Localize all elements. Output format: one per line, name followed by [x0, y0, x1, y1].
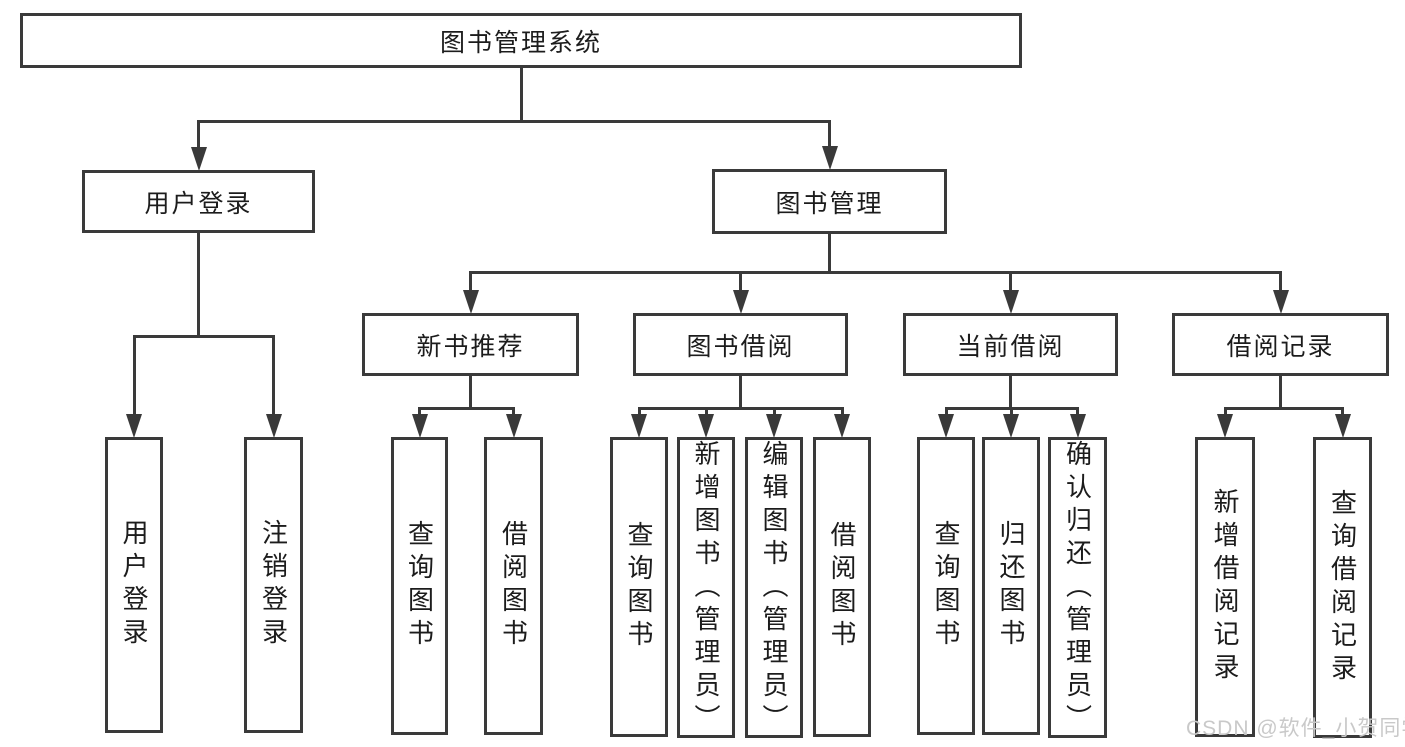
node-login-2: 注销登录 — [244, 437, 303, 733]
connector-line — [1279, 376, 1282, 410]
arrowhead-icon — [265, 414, 282, 438]
connector-line — [469, 376, 472, 410]
arrowhead-icon — [1272, 290, 1289, 314]
node-borrow-2: 新增图书（管理员） — [677, 437, 735, 738]
node-label-borrow-3: 编辑图书（管理员） — [759, 440, 789, 737]
connector-line — [828, 120, 831, 153]
arrowhead-icon — [190, 147, 207, 171]
node-borrow-4: 借阅图书 — [813, 437, 871, 737]
node-label-rec: 新书推荐 — [416, 332, 525, 361]
node-label-login-1: 用户登录 — [119, 519, 149, 651]
node-label-login-2: 注销登录 — [258, 519, 289, 651]
connector-line — [197, 120, 200, 154]
connector-line — [272, 335, 275, 421]
connector-line — [132, 335, 136, 421]
connector-line — [519, 68, 523, 123]
connector-line — [739, 271, 742, 297]
node-label-rec-1: 查询图书 — [404, 520, 435, 652]
node-current-3: 确认归还（管理员） — [1048, 437, 1107, 738]
arrowhead-icon — [1003, 414, 1019, 438]
node-label-login: 用户登录 — [144, 189, 253, 218]
node-label-records: 借阅记录 — [1226, 332, 1335, 361]
node-label-current-1: 查询图书 — [931, 520, 961, 652]
connector-line — [469, 271, 1282, 274]
node-root: 图书管理系统 — [20, 13, 1022, 68]
node-label-borrow-1: 查询图书 — [624, 521, 654, 653]
node-label-current-3: 确认归还（管理员） — [1062, 440, 1093, 737]
arrowhead-icon — [126, 414, 142, 438]
node-label-rec-2: 借阅图书 — [498, 520, 529, 652]
node-records-1: 新增借阅记录 — [1195, 437, 1255, 737]
arrowhead-icon — [938, 414, 954, 438]
node-current-2: 归还图书 — [982, 437, 1040, 735]
node-login: 用户登录 — [82, 170, 315, 233]
node-rec: 新书推荐 — [362, 313, 579, 376]
connector-line — [739, 376, 742, 410]
connector-line — [828, 234, 831, 274]
node-current-1: 查询图书 — [917, 437, 975, 735]
node-label-borrow-4: 借阅图书 — [827, 521, 857, 653]
node-login-1: 用户登录 — [105, 437, 163, 733]
node-label-borrow-2: 新增图书（管理员） — [691, 440, 721, 737]
node-borrow-1: 查询图书 — [610, 437, 668, 737]
connector-line — [1279, 271, 1282, 297]
arrowhead-icon — [1002, 290, 1019, 314]
arrowhead-icon — [505, 414, 522, 438]
arrowhead-icon — [462, 290, 479, 314]
node-label-current-2: 归还图书 — [996, 520, 1026, 652]
node-current: 当前借阅 — [903, 313, 1118, 376]
node-label-mgmt: 图书管理 — [775, 189, 884, 218]
node-label-records-1: 新增借阅记录 — [1210, 488, 1240, 686]
arrowhead-icon — [821, 146, 838, 170]
connector-line — [197, 120, 831, 123]
node-label-records-2: 查询借阅记录 — [1327, 488, 1358, 687]
arrowhead-icon — [766, 414, 782, 438]
arrowhead-icon — [631, 414, 647, 438]
node-rec-1: 查询图书 — [391, 437, 448, 735]
connector-line — [1223, 407, 1344, 410]
watermark: CSDN @软件_小贺同学 — [1186, 717, 1405, 740]
node-rec-2: 借阅图书 — [484, 437, 543, 735]
node-records: 借阅记录 — [1172, 313, 1389, 376]
connector-line — [637, 407, 844, 410]
arrowhead-icon — [1217, 414, 1233, 438]
arrowhead-icon — [834, 414, 850, 438]
connector-line — [1009, 271, 1012, 297]
connector-line — [1009, 376, 1012, 410]
arrowhead-icon — [698, 414, 714, 438]
node-label-borrow: 图书借阅 — [686, 332, 795, 361]
connector-line — [197, 233, 200, 338]
node-label-current: 当前借阅 — [956, 332, 1065, 361]
node-borrow: 图书借阅 — [633, 313, 848, 376]
connector-line — [418, 407, 515, 410]
connector-line — [469, 271, 472, 297]
node-label-root: 图书管理系统 — [439, 28, 602, 57]
arrowhead-icon — [1334, 414, 1351, 438]
node-mgmt: 图书管理 — [712, 169, 947, 234]
arrowhead-icon — [1069, 414, 1086, 438]
connector-line — [132, 335, 275, 338]
arrowhead-icon — [411, 414, 428, 438]
node-borrow-3: 编辑图书（管理员） — [745, 437, 803, 738]
arrowhead-icon — [732, 290, 749, 314]
node-records-2: 查询借阅记录 — [1313, 437, 1372, 738]
